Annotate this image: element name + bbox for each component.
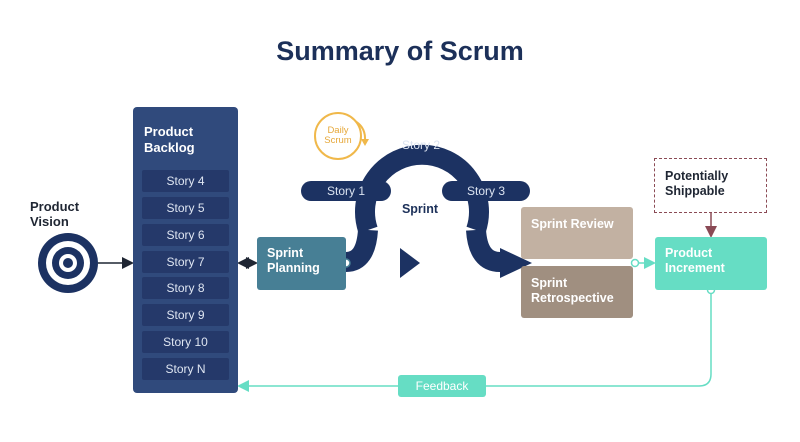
backlog-story: Story 7	[142, 251, 229, 273]
potentially-shippable-box: Potentially Shippable	[654, 158, 767, 213]
backlog-story: Story 5	[142, 197, 229, 219]
product-vision-label: Product Vision	[30, 199, 80, 229]
sprint-right-arrowhead	[500, 248, 532, 278]
page-title: Summary of Scrum	[276, 36, 524, 66]
sprint-story-2: Story 2	[401, 138, 440, 152]
backlog-story: Story N	[142, 358, 229, 380]
sprint-left-arrowhead	[400, 248, 420, 278]
backlog-story: Story 4	[142, 170, 229, 192]
sprint-story-3: Story 3	[442, 181, 530, 201]
sprint-cycle-loop	[344, 144, 532, 278]
product-backlog-title: Product Backlog	[144, 124, 195, 155]
sprint-retrospective-box: Sprint Retrospective	[521, 266, 633, 318]
sprint-review-box: Sprint Review	[521, 207, 633, 259]
daily-scrum-badge: Daily Scrum	[314, 112, 362, 160]
sprint-story-1: Story 1	[301, 181, 391, 201]
feedback-loop-line	[237, 290, 712, 392]
backlog-story: Story 9	[142, 304, 229, 326]
target-icon	[38, 233, 98, 293]
sprint-planning-box: Sprint Planning	[257, 237, 346, 290]
backlog-story: Story 6	[142, 224, 229, 246]
backlog-story: Story 8	[142, 277, 229, 299]
sprint-label: Sprint	[401, 202, 439, 216]
product-increment-box: Product Increment	[655, 237, 767, 290]
feedback-label: Feedback	[398, 375, 486, 397]
backlog-story: Story 10	[142, 331, 229, 353]
